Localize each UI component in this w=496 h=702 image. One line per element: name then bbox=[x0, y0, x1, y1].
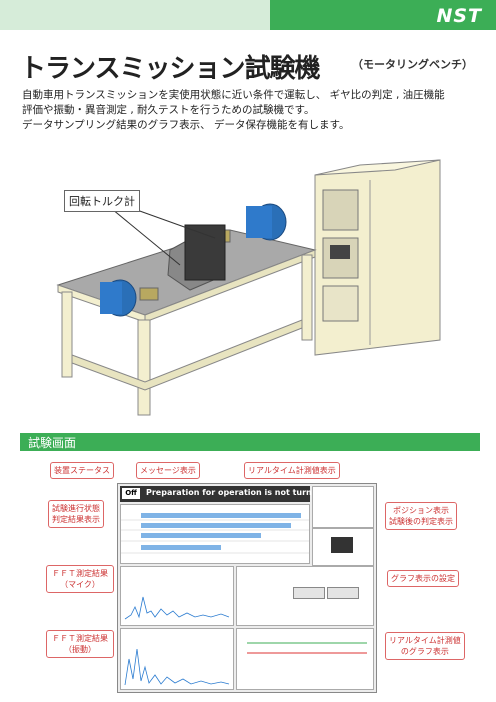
progress-grid bbox=[120, 504, 310, 564]
page-subtitle: （モータリングベンチ） bbox=[352, 58, 473, 71]
banner-dark bbox=[270, 0, 496, 30]
label-line: のグラフ表示 bbox=[400, 647, 449, 656]
position-panel bbox=[312, 528, 374, 566]
top-banner: NST bbox=[0, 0, 496, 30]
fft-mic-graph bbox=[120, 566, 234, 626]
label-line: ＦＦＴ測定結果 bbox=[52, 634, 108, 643]
label-line: （振動） bbox=[64, 645, 96, 654]
label-device-status: 装置ステータス bbox=[50, 462, 114, 479]
label-line: 試験進行状態 bbox=[52, 504, 100, 513]
label-line: ＦＦＴ測定結果 bbox=[52, 569, 108, 578]
test-screen: Off Preparation for operation is not tur… bbox=[117, 483, 377, 693]
realtime-graph bbox=[236, 628, 374, 690]
description-line: データサンプリング結果のグラフ表示、 データ保存機能を有します。 bbox=[22, 119, 350, 131]
banner-light bbox=[0, 0, 270, 30]
label-line: リアルタイム計測値 bbox=[389, 636, 461, 645]
torque-meter-callout: 回転トルク計 bbox=[64, 190, 140, 212]
status-bar: Off Preparation for operation is not tur… bbox=[120, 486, 340, 502]
label-message-display: メッセージ表示 bbox=[136, 462, 200, 479]
label-line: （マイク） bbox=[60, 580, 100, 589]
label-test-progress: 試験進行状態 判定結果表示 bbox=[48, 500, 104, 528]
realtime-plot bbox=[247, 642, 367, 654]
label-fft-vibration: ＦＦＴ測定結果 （振動） bbox=[46, 630, 114, 658]
label-fft-mic: ＦＦＴ測定結果 （マイク） bbox=[46, 565, 114, 593]
settings-button[interactable] bbox=[327, 587, 359, 599]
label-line: ポジション表示 bbox=[393, 506, 449, 515]
label-realtime-display: リアルタイム計測値表示 bbox=[244, 462, 340, 479]
label-graph-settings: グラフ表示の設定 bbox=[387, 570, 459, 587]
realtime-values-panel bbox=[312, 486, 374, 528]
label-realtime-graph: リアルタイム計測値 のグラフ表示 bbox=[385, 632, 465, 660]
graph-settings-panel bbox=[236, 566, 374, 626]
label-line: 判定結果表示 bbox=[52, 515, 100, 524]
description: 自動車用トランスミッションを実使用状態に近い条件で運転し、 ギヤ比の判定 , 油… bbox=[22, 88, 482, 133]
label-position: ポジション表示 試験後の判定表示 bbox=[385, 502, 457, 530]
fft-mic-plot bbox=[124, 596, 230, 620]
settings-button[interactable] bbox=[293, 587, 325, 599]
fft-vibration-plot bbox=[124, 648, 230, 686]
fft-vibration-graph bbox=[120, 628, 234, 690]
page-title: トランスミッション試験機 bbox=[20, 54, 320, 84]
machine-illustration bbox=[56, 159, 441, 416]
section-header: 試験画面 bbox=[20, 433, 480, 451]
description-line: 評価や振動・異音測定 , 耐久テストを行うための試験機です。 bbox=[22, 104, 315, 116]
label-line: 試験後の判定表示 bbox=[389, 517, 453, 526]
section-title: 試験画面 bbox=[28, 436, 77, 450]
status-message: Preparation for operation is not turned … bbox=[146, 488, 340, 497]
progress-grid-cells bbox=[121, 513, 309, 554]
status-indicator: Off bbox=[122, 488, 140, 499]
position-indicator bbox=[331, 537, 353, 553]
description-line: 自動車用トランスミッションを実使用状態に近い条件で運転し、 ギヤ比の判定 , 油… bbox=[22, 89, 445, 101]
nst-logo: NST bbox=[436, 5, 482, 27]
